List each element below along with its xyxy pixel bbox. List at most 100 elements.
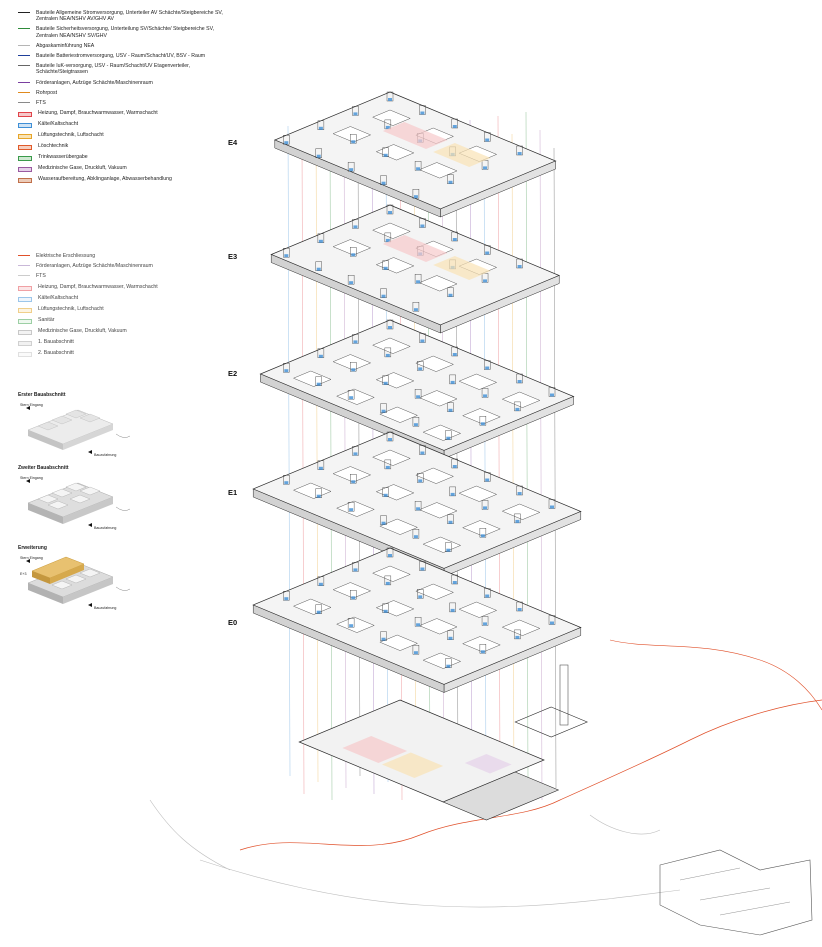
legend-secondary-item: Lüftungstechnik, Luftschacht	[18, 306, 228, 313]
legend-primary-item: Kälte/Kaltschacht	[18, 121, 228, 129]
shaft-core-fill	[316, 494, 321, 498]
vertical-shaft-line	[287, 125, 291, 777]
shaft-core-fill	[418, 367, 423, 371]
legend-swatch	[18, 112, 32, 118]
shaft-core-fill	[349, 508, 354, 512]
shaft-core-fill	[351, 368, 356, 372]
shaft-core-fill	[515, 407, 520, 411]
shaft-core-fill	[446, 664, 451, 668]
legend-label: Medizinische Gase, Druckluft, Vakuum	[38, 165, 127, 172]
shaft-core-fill	[388, 438, 392, 441]
slab-e1-top	[252, 431, 582, 569]
shaft-core-fill	[388, 211, 392, 214]
shaft-core-fill	[517, 608, 522, 611]
courtyard	[336, 500, 375, 517]
zone-heating	[382, 122, 448, 149]
legend-swatch	[18, 91, 30, 93]
shaft-core-fill	[383, 266, 388, 270]
shaft-core-fill	[284, 481, 289, 485]
legend-swatch	[18, 167, 32, 173]
basement-zone-ventilation	[382, 752, 444, 778]
courtyard	[418, 502, 458, 519]
road-line	[589, 814, 661, 835]
shaft-core-fill	[416, 280, 421, 284]
zone-ventilation	[433, 256, 491, 280]
shaft-core-fill	[515, 635, 520, 639]
vertical-shaft-line	[511, 133, 515, 795]
courtyard	[379, 406, 418, 423]
shaft-core-fill	[416, 395, 421, 399]
shaft-core-fill	[517, 265, 522, 268]
legend-secondary-item: FTS	[18, 273, 228, 279]
shaft-core-fill	[353, 568, 358, 572]
shaft-core-fill	[413, 535, 418, 539]
legend-label: Bauteile IuK-versorgung, USV - Raum/Scha…	[36, 63, 190, 76]
legend-swatch	[18, 265, 30, 267]
shaft-core-fill	[381, 294, 386, 298]
vertical-shaft-line	[483, 137, 487, 789]
courtyard	[336, 388, 375, 405]
shaft-core-fill	[452, 238, 457, 241]
legend-swatch	[18, 134, 32, 140]
shaft-core-fill	[485, 478, 490, 482]
shaft-core-fill	[413, 308, 418, 312]
shaft-core-fill	[353, 452, 358, 456]
shaft-core-fill	[349, 396, 354, 400]
shaft-core-fill	[381, 521, 386, 525]
vertical-shaft-line	[553, 147, 557, 789]
legend-secondary-item: Förderanlagen, Aufzüge Schächte/Maschine…	[18, 263, 228, 269]
floor-label-e1: E1	[228, 488, 238, 497]
shaft-core-fill	[388, 98, 392, 101]
shaft-core-fill	[353, 112, 358, 116]
legend-swatch	[18, 65, 30, 67]
shaft-core-fill	[483, 166, 488, 170]
shaft-core-fill	[515, 519, 520, 523]
shaft-core-fill	[418, 479, 423, 483]
shaft-core-fill	[448, 520, 453, 524]
legend-primary-item: Bauteile Sicherheitsversorgung, Untertei…	[18, 26, 228, 39]
shaft-core-fill	[316, 382, 321, 386]
site-boundary-line	[609, 639, 822, 711]
legend-secondary-item: Heizung, Dampf, Brauchwarmwasser, Warmsc…	[18, 284, 228, 291]
shaft-core-fill	[480, 534, 485, 538]
shaft-core-fill	[318, 126, 323, 130]
legend-label: Bauteile Sicherheitsversorgung, Untertei…	[36, 26, 215, 39]
legend-primary-item: Medizinische Gase, Druckluft, Vakuum	[18, 165, 228, 173]
courtyard	[372, 222, 411, 239]
slab-e3-edge-left	[270, 254, 441, 334]
phase-title: Erster Bauabschnitt	[18, 392, 66, 398]
shaft-core-fill	[413, 651, 418, 655]
courtyard	[375, 372, 415, 389]
shaft-core-fill	[385, 581, 390, 585]
legend-primary-item: Bauteile IuK-versorgung, USV - Raum/Scha…	[18, 63, 228, 75]
courtyard	[372, 337, 411, 354]
legend-label: FTS	[36, 273, 46, 280]
shaft-core-fill	[388, 326, 392, 329]
shaft-core-fill	[284, 597, 289, 601]
shaft-core-fill	[483, 506, 488, 510]
shaft-core-fill	[351, 480, 356, 484]
courtyard	[372, 565, 411, 582]
floor-label-e3: E3	[228, 252, 238, 261]
legend-label: Trinkwasserübergabe	[38, 154, 88, 161]
courtyard	[418, 618, 458, 635]
courtyard	[379, 634, 418, 651]
legend-primary-item: Förderanlagen, Aufzüge Schächte/Maschine…	[18, 80, 228, 86]
shaft-core-fill	[416, 623, 421, 627]
legend-label: Förderanlagen, Aufzüge Schächte/Maschine…	[36, 263, 153, 270]
shaft-core-fill	[318, 354, 323, 358]
shaft-core-fill	[420, 451, 425, 455]
shaft-core-fill	[452, 581, 457, 584]
courtyard	[372, 449, 411, 466]
legend-swatch	[18, 102, 30, 104]
courtyard	[418, 162, 458, 179]
legend-swatch	[18, 296, 32, 302]
legend-label: Lüftungstechnik, Luftschacht	[38, 305, 104, 312]
shaft-core-fill	[385, 353, 390, 357]
courtyard	[372, 109, 411, 126]
shaft-core-fill	[446, 548, 451, 552]
shaft-core-fill	[349, 624, 354, 628]
legend-label: Förderanlagen, Aufzüge Schächte/Maschine…	[36, 79, 153, 86]
